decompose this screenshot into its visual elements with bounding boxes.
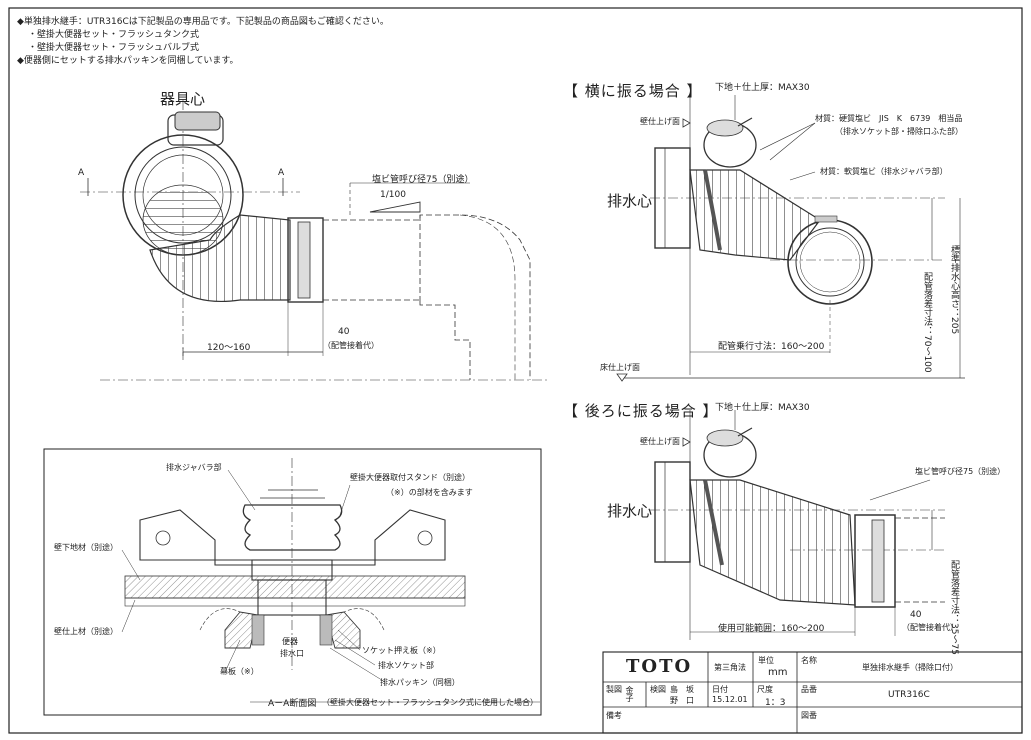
insertion-allowance-label: （配管接着代）	[323, 341, 379, 350]
sheet-border	[8, 7, 1023, 734]
remarks-label: 備考	[606, 711, 622, 720]
note-2: ・壁掛大便器セット・フラッシュタンク式	[28, 30, 200, 40]
material-pvc-sub: （排水ソケット部・掃除口ふた部）	[835, 127, 963, 136]
pvc-pipe-label: 塩ビ管呼び径75（別途）	[372, 175, 474, 185]
material-pvc: 材質：硬質塩ビ JIS K 6739 相当品	[815, 114, 963, 123]
rear-view-title: 【 後ろに振る場合 】	[563, 402, 719, 420]
side-floor-finish: 床仕上げ面	[600, 363, 640, 372]
socket-label: 排水ソケット部	[378, 661, 434, 670]
checked-by-1: 島 坂	[670, 685, 694, 694]
side-drain-center: 排水心	[607, 192, 653, 210]
dim-40-label: 40	[338, 327, 350, 337]
section-view	[43, 448, 542, 716]
rear-usable-range: 使用可能範囲：160～200	[718, 624, 825, 634]
rear-dim-40: 40	[910, 610, 922, 620]
rear-drain-center: 排水心	[607, 502, 653, 520]
section-caption-note: （壁掛大便器セット・フラッシュタンク式に使用した場合）	[322, 698, 538, 707]
checked-label: 検図	[650, 685, 666, 694]
projection-label: 第三角法	[714, 663, 746, 672]
scale-value: 1：3	[765, 698, 786, 708]
socket-holder-label: ソケット押え板（※）	[362, 646, 441, 655]
packing-label: 排水パッキン（同梱）	[380, 678, 460, 687]
date-label: 日付	[712, 685, 728, 694]
section-mark-a-right: A	[278, 168, 285, 178]
wall-finish-label: 壁仕上材（別途）	[54, 627, 118, 636]
drawing-no-label: 図番	[801, 711, 817, 720]
note-3: ・壁掛大便器セット・フラッシュバルブ式	[28, 43, 200, 53]
part-label: 品番	[801, 685, 817, 694]
rear-wall-finish: 壁仕上げ面	[640, 437, 680, 446]
section-mark-a-left: A	[78, 168, 85, 178]
rear-insertion-allowance: （配管接着代）	[902, 623, 958, 632]
side-v-dim2: 標準排水心高さ：205	[949, 245, 959, 335]
side-wall-finish: 壁仕上げ面	[640, 117, 680, 126]
section-caption-title: A－A断面図	[268, 699, 317, 709]
bellows-label: 排水ジャバラ部	[166, 463, 222, 472]
plan-view	[80, 100, 550, 381]
curtain-plate-label: 幕板（※）	[220, 667, 259, 676]
unit-value: mm	[768, 667, 788, 678]
side-v-dim1: 配管落差寸法：70～100	[922, 272, 932, 373]
side-view	[616, 95, 965, 382]
side-pipe-run: 配管乗行寸法：160～200	[718, 342, 825, 352]
toilet-outlet-label-2: 排水口	[280, 649, 304, 658]
checked-by-2: 野 口	[670, 696, 694, 705]
rear-pvc-pipe: 塩ビ管呼び径75（別途）	[915, 467, 1006, 476]
drawn-label: 製図	[606, 685, 622, 694]
toilet-outlet-label-1: 便器	[282, 637, 298, 646]
side-floor-note: 下地＋仕上厚：MAX30	[715, 83, 810, 93]
fixture-center-label: 器具心	[160, 90, 206, 108]
wall-base-label: 壁下地材（別途）	[54, 543, 118, 552]
rear-v-dim: 配管落差寸法：35～75	[949, 560, 959, 655]
part-number: UTR316C	[888, 690, 930, 700]
name-label: 名称	[801, 656, 817, 665]
dim-range-label: 120～160	[207, 343, 251, 353]
note-4: ◆便器側にセットする排水パッキンを同梱しています。	[17, 56, 239, 66]
material-soft: 材質：軟質塩ビ（排水ジャバラ部）	[820, 167, 948, 176]
product-name: 単独排水継手（掃除口付）	[862, 663, 958, 672]
note-1: ◆単独排水継手：UTR316Cは下記製品の専用品です。下記製品の商品図もご確認く…	[17, 17, 389, 27]
stand-note-label: （※）の部材を含みます	[386, 488, 473, 497]
scale-label: 尺度	[757, 685, 773, 694]
date-value: 15.12.01	[712, 695, 748, 704]
unit-label: 単位	[758, 656, 774, 665]
title-block	[602, 651, 1023, 734]
rear-floor-note: 下地＋仕上厚：MAX30	[715, 403, 810, 413]
stand-label: 壁掛大便器取付スタンド（別途）	[350, 473, 470, 482]
toto-logo: TOTO	[626, 656, 693, 677]
drawn-by: 金子	[625, 686, 634, 702]
rear-view	[650, 410, 945, 640]
slope-label: 1/100	[380, 190, 406, 200]
side-view-title: 【 横に振る場合 】	[563, 82, 703, 100]
